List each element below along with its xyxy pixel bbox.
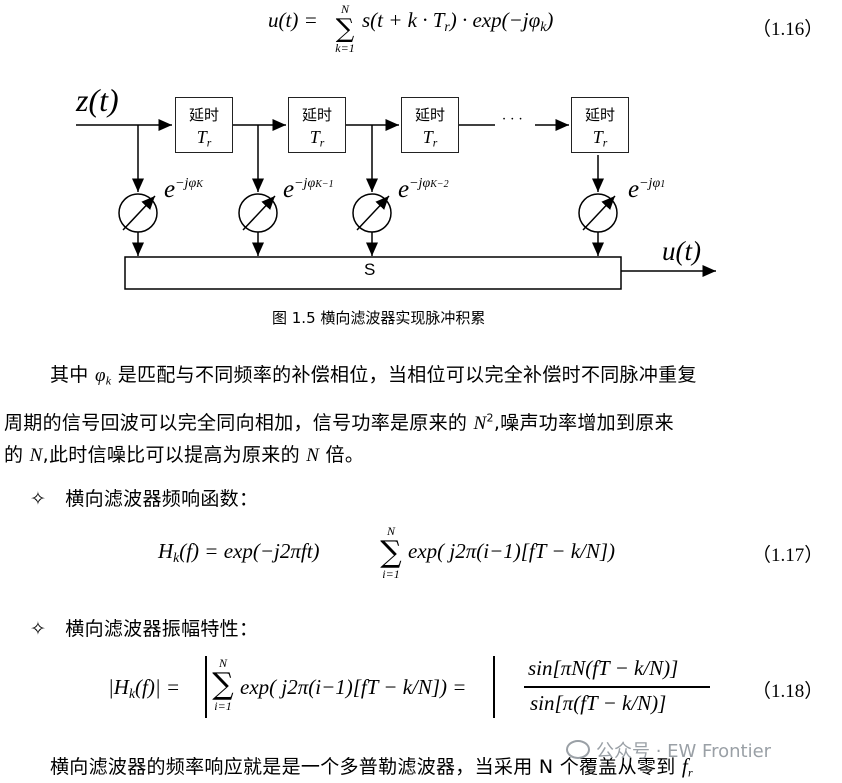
fraction-numerator: sin[πN(fT − k/N)] (528, 656, 679, 680)
weight-label-2: e−jφK−1 (283, 176, 334, 203)
input-label: z(t) (76, 82, 119, 118)
sum-block-label: S (364, 260, 376, 279)
paragraph-last-line: 横向滤波器的频率响应就是是一个多普勒滤波器，当采用 N 个覆盖从零到 fr (50, 754, 693, 780)
paragraph-line-1: 其中 φk 是匹配与不同频率的补偿相位，当相位可以完全补偿时不同脉冲重复 (50, 364, 697, 388)
equation-number-2: （1.17） (752, 545, 824, 566)
sum-symbol-3: N ∑ i=1 (212, 656, 234, 713)
weight-circle-3 (352, 193, 392, 233)
diamond-star-icon: ✧ (30, 488, 47, 510)
figure-caption: 图 1.5 横向滤波器实现脉冲积累 (272, 309, 486, 327)
weight-circle-4 (578, 193, 618, 233)
abs-bar-left (205, 656, 207, 718)
equation-1-17-rhs: exp( j2π(i−1)[fT − k/N]) (408, 539, 616, 563)
sum-symbol-2: N ∑ i=1 (380, 524, 402, 581)
watermark: 公众号 · EW Frontier (566, 737, 771, 763)
bullet-frequency-response: ✧ 横向滤波器频响函数： (30, 488, 259, 510)
fraction-denominator: sin[π(fT − k/N)] (530, 691, 667, 715)
abs-bar-right (493, 656, 495, 718)
equation-1-17: Hk(f) = exp(−j2πft) (158, 539, 320, 566)
diamond-star-icon: ✧ (30, 618, 47, 640)
ellipsis: · · · (502, 112, 523, 127)
delay-block-4: 延时 Tr (571, 97, 629, 153)
bullet-amplitude-characteristic: ✧ 横向滤波器振幅特性： (30, 618, 259, 640)
delay-block-3: 延时 Tr (401, 97, 459, 153)
delay-block-2: 延时 Tr (288, 97, 346, 153)
weight-label-4: e−jφ1 (628, 176, 666, 203)
weight-circle-1 (118, 193, 158, 233)
chat-bubble-icon (566, 740, 590, 759)
equation-1-16-rhs: s(t + k · Tr) · exp(−jφk) (362, 8, 554, 35)
weight-label-3: e−jφK−2 (398, 176, 449, 203)
paragraph-line-3: 的 N,此时信噪比可以提高为原来的 N 倍。 (4, 444, 365, 466)
equation-number-3: （1.18） (752, 681, 824, 702)
equation-1-16: u(t) = (268, 8, 318, 32)
fraction-line (524, 686, 710, 688)
delay-block-1: 延时 Tr (175, 97, 233, 153)
output-label: u(t) (662, 236, 701, 266)
weight-circle-2 (238, 193, 278, 233)
transversal-filter-diagram (76, 119, 716, 290)
equation-1-18-mid: exp( j2π(i−1)[fT − k/N]) = (240, 675, 467, 699)
sum-symbol: N ∑ k=1 (335, 2, 355, 55)
equation-number: （1.16） (752, 19, 824, 40)
equation-1-18: |Hk(f)| = (108, 675, 181, 702)
weight-label-1: e−jφK (164, 176, 203, 203)
paragraph-line-2: 周期的信号回波可以完全同向相加，信号功率是原来的 N2,噪声功率增加到原来 (4, 411, 674, 434)
